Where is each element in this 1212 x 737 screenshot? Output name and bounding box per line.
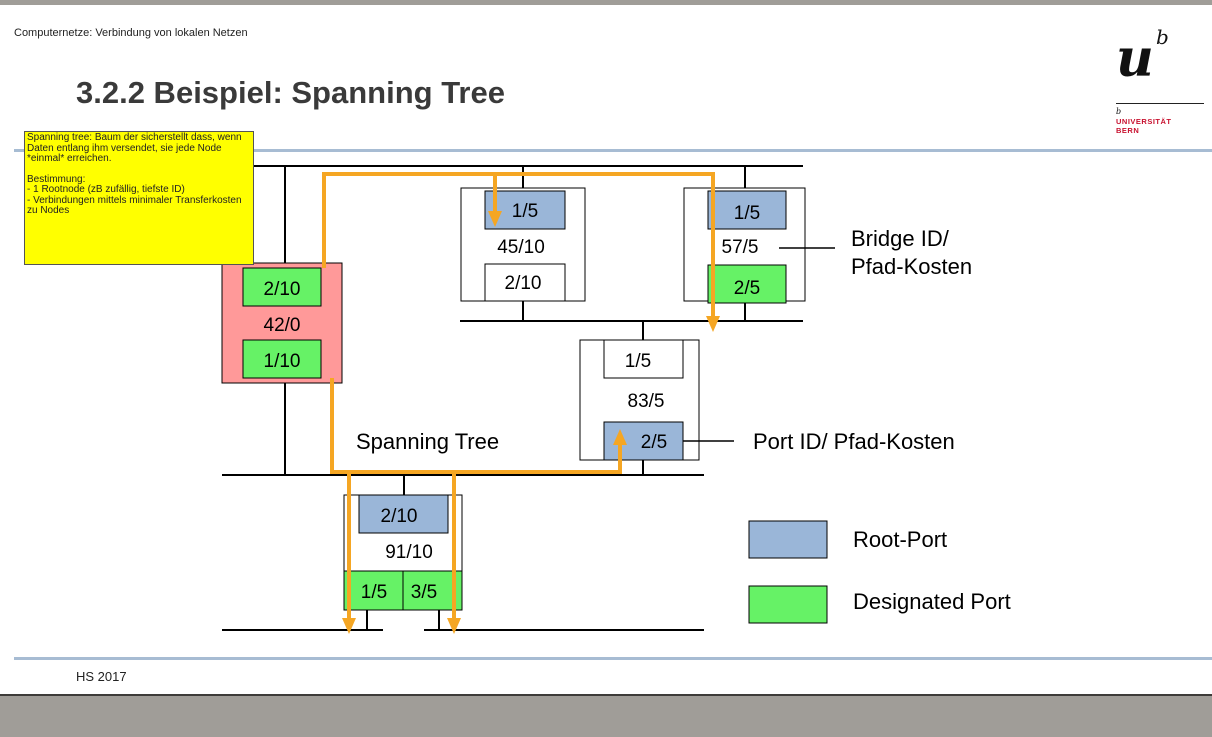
arrowhead-83 [613,429,627,445]
logo-line-universitaet: UNIVERSITÄT [1116,117,1172,126]
bridge-91: 2/10 91/10 1/5 3/5 [343,494,463,611]
logo-small-b: b [1116,107,1122,116]
bridge-91-bottom-right-port-label: 3/5 [411,582,437,603]
bridge-57-port-bottom [707,264,787,304]
legend-root-port-swatch [748,520,828,559]
legend: Root-Port Designated Port [748,520,1011,624]
port-id-label: Port ID/ Pfad-Kosten [753,429,955,454]
note-line-2: Bestimmung: [27,173,86,185]
bridge-91-top-port-label: 2/10 [381,506,418,527]
logo-line-bern: BERN [1116,126,1140,135]
bridge-45-id-label: 45/10 [497,237,545,258]
bridge-45-bottom-port-label: 2/10 [505,273,542,294]
path-to-bridge-83 [330,378,622,474]
bottom-divider [14,657,1212,660]
bridge-57-port-top [707,190,787,230]
bridge-id-label-line1: Bridge ID/ [851,226,950,251]
bridge-42-id-label: 42/0 [264,315,301,336]
window-top-strip [0,0,1212,5]
slide-title: 3.2.2 Beispiel: Spanning Tree [76,75,505,110]
bridge-83-top-port-label: 1/5 [625,351,651,372]
bridge-id-label-line2: Pfad-Kosten [851,254,972,279]
bridge-42-port-top [242,267,322,307]
bridge-91-port-top [358,494,449,534]
logo-university-name: UNIVERSITÄT BERN [1116,117,1172,135]
footer-term: HS 2017 [76,669,127,684]
note-line-4: - Verbindungen mittels minimaler Transfe… [27,194,242,216]
bridge-42-bottom-port-label: 1/10 [264,351,301,372]
legend-designated-port-label: Designated Port [853,589,1011,614]
bridge-42: 2/10 42/0 1/10 [221,262,343,384]
bridge-57-bottom-port-label: 2/5 [734,278,760,299]
spanning-tree-label: Spanning Tree [356,429,499,454]
bridge-45: 1/5 45/10 2/10 [460,187,586,302]
bridge-83-port-top [603,339,684,379]
arrowhead-bottom-left [342,618,356,634]
bridge-45-port-top [484,190,566,230]
bridge-45-top-port-label: 1/5 [512,201,538,222]
slide: Computernetze: Verbindung von lokalen Ne… [0,5,1212,694]
arrowhead-57 [706,316,720,332]
bridge-42-top-port-label: 2/10 [264,279,301,300]
bridge-45-port-bottom [484,263,566,302]
legend-root-port-label: Root-Port [853,527,947,552]
bridge-57-top-port-label: 1/5 [734,203,760,224]
course-header: Computernetze: Verbindung von lokalen Ne… [14,27,248,39]
spanning-tree-path [322,172,715,620]
bridge-57: 1/5 57/5 2/5 [683,187,806,304]
path-to-bridge-57 [322,172,715,317]
bridge-91-port-bottom-left [343,570,404,611]
bridge-83-id-label: 83/5 [628,391,665,412]
top-divider [14,149,1212,152]
bridge-57-id-label: 57/5 [722,237,759,258]
bridge-83: 1/5 83/5 2/5 [579,339,700,461]
note-line-3: - 1 Rootnode (zB zufällig, tiefste ID) [27,184,185,195]
bridge-42-port-bottom [242,339,322,379]
window-bottom-line [0,694,1212,696]
spanning-tree-diagram: 2/10 42/0 1/10 1/5 45/10 2/10 1/5 57/5 2… [221,165,1011,634]
bridge-83-bottom-port-label: 2/5 [641,432,667,453]
logo-letter-b: b [1156,25,1169,49]
logo-rule [1116,103,1204,104]
logo-letter-u: u [1116,28,1154,89]
arrowhead-45 [488,211,502,227]
note-line-1: Spanning tree: Baum der sicherstellt das… [27,132,242,164]
explanation-note: Spanning tree: Baum der sicherstellt das… [24,131,254,265]
university-logo: u b b UNIVERSITÄT BERN [1112,25,1207,155]
arrowhead-bottom-right [447,618,461,634]
bridge-91-bottom-left-port-label: 1/5 [361,582,387,603]
legend-designated-port-swatch [748,585,828,624]
bridge-91-id-label: 91/10 [385,542,433,563]
path-arrowheads [342,211,720,634]
